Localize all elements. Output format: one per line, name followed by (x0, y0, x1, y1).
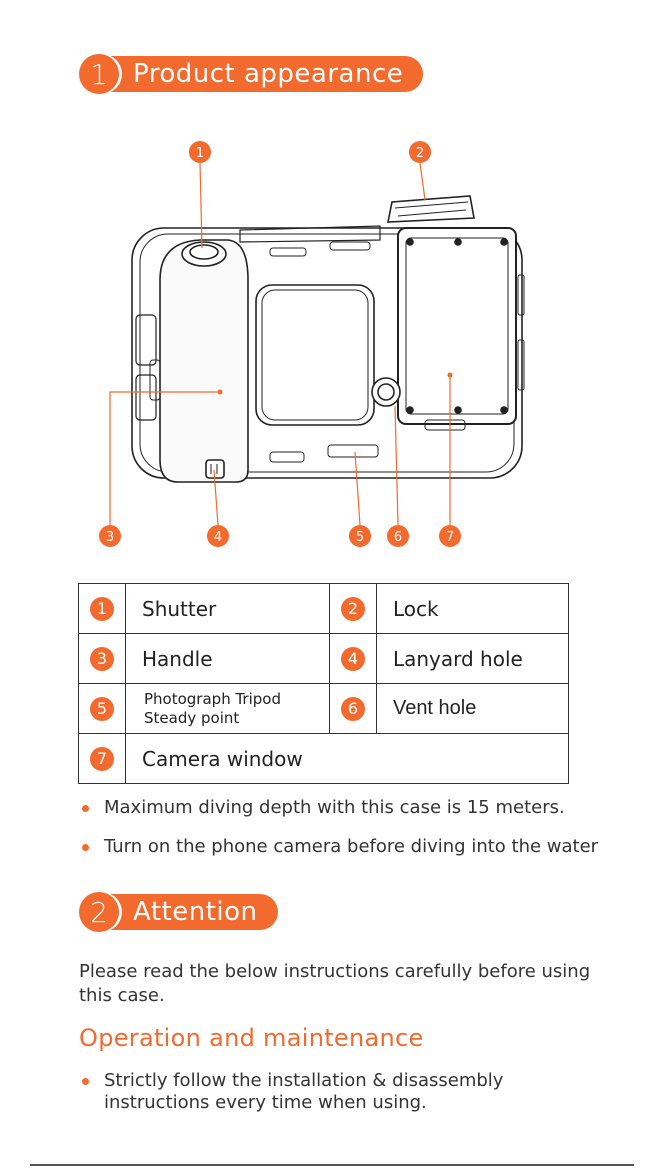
handle-grip (159, 239, 249, 483)
callout-2: 2 (409, 141, 431, 163)
section-number: 1 (79, 54, 119, 94)
svg-text:7: 7 (446, 530, 454, 545)
camera-window-frame (397, 227, 517, 425)
part-label: Shutter (125, 583, 330, 634)
product-diagram: 1 2 3 4 5 6 7 (99, 141, 525, 547)
lock-clip (387, 195, 475, 223)
svg-text:4: 4 (214, 530, 222, 545)
callout-1: 1 (189, 141, 211, 163)
section-title: Product appearance (111, 56, 424, 92)
table-row: 5 Photograph Tripod Steady point 6 Vent … (78, 683, 570, 734)
subheading: Operation and maintenance (79, 1024, 424, 1052)
bullet-icon (82, 805, 89, 812)
part-label-line: Steady point (144, 708, 240, 727)
callout-5: 5 (349, 525, 371, 547)
bullet-icon (82, 1078, 89, 1085)
note-text: Maximum diving depth with this case is 1… (104, 797, 565, 818)
footer-divider (30, 1164, 634, 1166)
part-number: 5 (90, 696, 114, 721)
section-header-product-appearance: 1 Product appearance (79, 54, 424, 94)
part-number: 2 (340, 596, 365, 621)
bullet-icon (82, 844, 89, 851)
parts-table: 1 Shutter 2 Lock 3 Handle 4 Lanyard hole… (78, 583, 570, 784)
table-row: 1 Shutter 2 Lock (78, 583, 570, 634)
callout-6: 6 (387, 525, 409, 547)
note-text: Turn on the phone camera before diving i… (104, 836, 599, 857)
section-number: 2 (79, 892, 119, 932)
svg-text:3: 3 (106, 530, 114, 545)
part-label: Lock (375, 583, 570, 634)
back-plate (255, 284, 375, 426)
part-label: Photograph Tripod Steady point (125, 683, 330, 734)
svg-text:6: 6 (394, 530, 402, 545)
maintenance-text: Strictly follow the installation & disas… (104, 1070, 504, 1113)
part-number: 1 (90, 596, 114, 621)
part-number: 7 (90, 746, 114, 771)
note-item: Maximum diving depth with this case is 1… (80, 797, 600, 819)
section-header-attention: 2 Attention (79, 892, 278, 932)
intro-paragraph: Please read the below instructions caref… (79, 961, 591, 1006)
table-row: 3 Handle 4 Lanyard hole (78, 633, 570, 684)
svg-text:1: 1 (196, 146, 204, 161)
part-number: 4 (340, 646, 365, 671)
note-item: Turn on the phone camera before diving i… (80, 836, 600, 858)
svg-text:2: 2 (416, 146, 424, 161)
section-title: Attention (111, 894, 278, 930)
table-row: 7 Camera window (78, 733, 569, 784)
vent-knob (371, 377, 401, 407)
part-label: Camera window (125, 733, 569, 784)
svg-text:5: 5 (356, 530, 364, 545)
part-number: 3 (90, 646, 114, 671)
maintenance-item: Strictly follow the installation & disas… (80, 1070, 600, 1114)
callout-3: 3 (99, 525, 121, 547)
part-label: Handle (125, 633, 330, 684)
lanyard-hole (205, 459, 225, 479)
part-number: 6 (340, 696, 365, 721)
part-label: Lanyard hole (375, 633, 570, 684)
callout-7: 7 (439, 525, 461, 547)
callout-4: 4 (207, 525, 229, 547)
part-label-line: Photograph Tripod (144, 689, 281, 708)
part-label: Vent hole (375, 683, 570, 734)
